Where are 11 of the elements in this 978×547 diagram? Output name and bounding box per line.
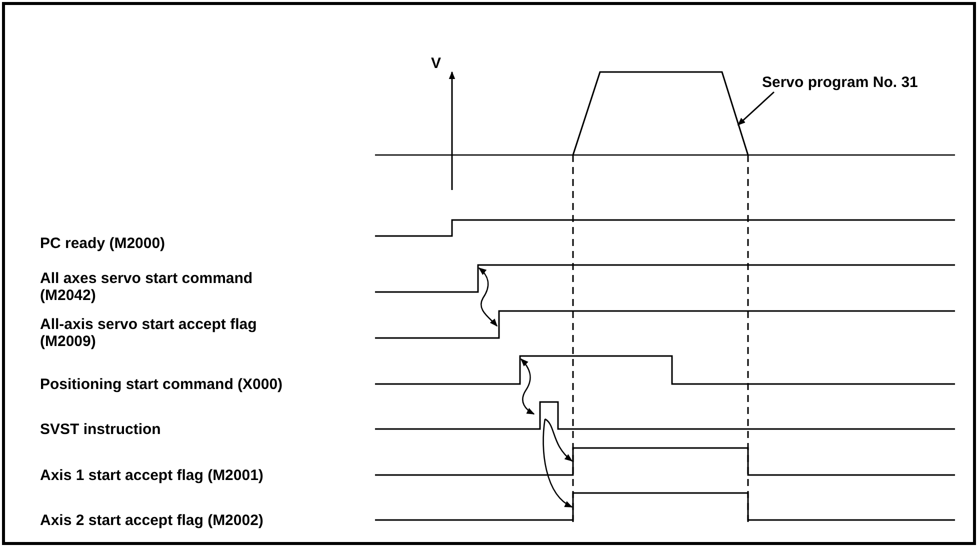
callout-text: Servo program No. 31 xyxy=(762,74,918,91)
signal-name: PC ready (M2000) xyxy=(40,235,166,252)
signal-name: All axes servo start command (M2042) xyxy=(40,270,254,304)
velocity-profile xyxy=(572,71,749,156)
signal-name: SVST instruction xyxy=(40,421,161,438)
signal-name: Positioning start command (X000) xyxy=(40,376,283,393)
signal-name: Axis 2 start accept flag (M2002) xyxy=(40,512,264,529)
signal-name: All-axis servo start accept flag (M2009) xyxy=(40,316,258,350)
leader-line xyxy=(737,91,774,126)
axis-label: V xyxy=(431,55,442,72)
signal-name: Axis 1 start accept flag (M2001) xyxy=(40,467,264,484)
